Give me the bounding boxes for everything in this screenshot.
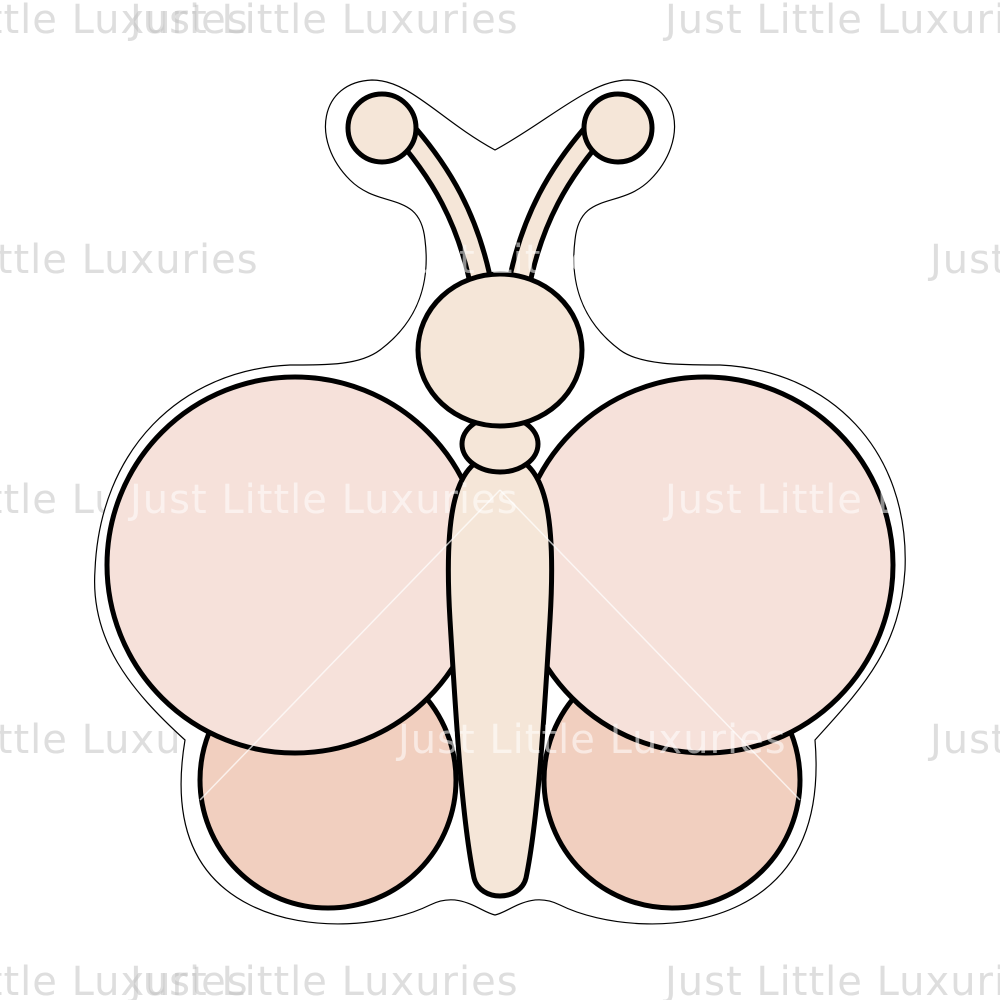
butterfly-drawing <box>104 91 896 911</box>
butterfly-abdomen <box>445 452 555 899</box>
butterfly-head <box>415 271 585 429</box>
antenna-tip-right <box>581 91 655 165</box>
antenna-tip-left <box>345 91 419 165</box>
